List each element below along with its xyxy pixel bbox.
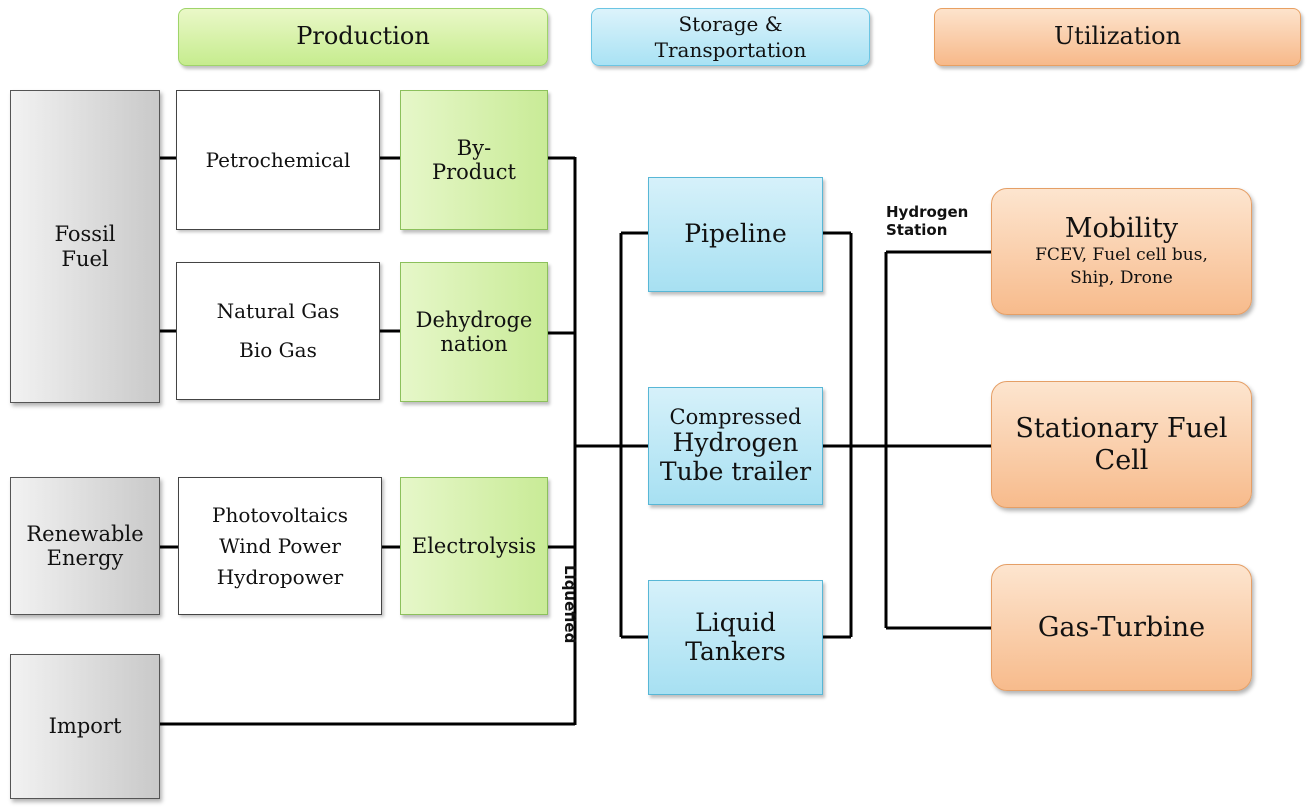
compressed-line2: Hydrogen	[672, 428, 799, 458]
renewable-energy-line1: Renewable	[26, 521, 144, 546]
stationary-line2: Cell	[1094, 444, 1149, 476]
renewable-energy-box: Renewable Energy	[10, 477, 160, 615]
storage-header-line2: Transportation	[654, 38, 807, 62]
by-product-line1: By-	[456, 135, 492, 160]
liquid-line1: Liquid	[695, 607, 776, 637]
by-product-box: By- Product	[400, 90, 548, 230]
bio-gas-label: Bio Gas	[239, 338, 317, 362]
liquid-line2: Tankers	[685, 636, 786, 666]
utilization-header: Utilization	[934, 8, 1301, 66]
hydropower-label: Hydropower	[216, 564, 344, 589]
natural-bio-gas-box: Natural Gas Bio Gas	[176, 262, 380, 400]
wind-power-label: Wind Power	[219, 533, 341, 558]
renewable-sources-box: Photovoltaics Wind Power Hydropower	[178, 477, 382, 615]
electrolysis-label: Electrolysis	[411, 533, 537, 558]
fossil-fuel-box: Fossil Fuel	[10, 90, 160, 403]
liquefied-label: Liquefied	[561, 565, 579, 644]
hydrogen-station-label: Hydrogen Station	[886, 203, 968, 239]
mobility-sub-line2: Ship, Drone	[1070, 268, 1173, 289]
compressed-line3: Tube trailer	[659, 457, 812, 487]
storage-transportation-header: Storage & Transportation	[591, 8, 870, 66]
by-product-line2: Product	[432, 160, 516, 184]
compressed-line1: Compressed	[669, 405, 802, 430]
pipeline-label: Pipeline	[684, 219, 787, 249]
electrolysis-box: Electrolysis	[400, 477, 548, 615]
gas-turbine-label: Gas-Turbine	[1037, 611, 1206, 643]
hydrogen-label: Hydrogen	[886, 203, 969, 221]
dehydrogenation-line1: Dehydroge	[415, 307, 533, 332]
compressed-hydrogen-box: Compressed Hydrogen Tube trailer	[648, 387, 823, 505]
mobility-title: Mobility	[1064, 213, 1179, 245]
liquid-tankers-box: Liquid Tankers	[648, 580, 823, 695]
stationary-line1: Stationary Fuel	[1015, 413, 1228, 445]
production-header-label: Production	[296, 22, 430, 51]
storage-header-line1: Storage &	[678, 12, 783, 36]
dehydrogenation-line2: nation	[440, 332, 508, 356]
import-box: Import	[10, 654, 160, 799]
photovoltaics-label: Photovoltaics	[211, 502, 348, 527]
petrochemical-label: Petrochemical	[205, 147, 351, 172]
stationary-fuel-cell-box: Stationary Fuel Cell	[991, 381, 1252, 508]
utilization-header-label: Utilization	[1053, 22, 1182, 51]
mobility-sub-line1: FCEV, Fuel cell bus,	[1035, 245, 1208, 266]
production-header: Production	[178, 8, 548, 66]
fossil-fuel-line1: Fossil	[54, 222, 116, 247]
import-label: Import	[48, 714, 122, 739]
natural-gas-label: Natural Gas	[216, 299, 340, 323]
station-label: Station	[886, 221, 948, 239]
renewable-energy-line2: Energy	[46, 546, 124, 570]
petrochemical-box: Petrochemical	[176, 90, 380, 230]
mobility-box: Mobility FCEV, Fuel cell bus, Ship, Dron…	[991, 188, 1252, 315]
fossil-fuel-line2: Fuel	[61, 246, 109, 271]
gas-turbine-box: Gas-Turbine	[991, 564, 1252, 691]
dehydrogenation-box: Dehydroge nation	[400, 262, 548, 402]
pipeline-box: Pipeline	[648, 177, 823, 292]
